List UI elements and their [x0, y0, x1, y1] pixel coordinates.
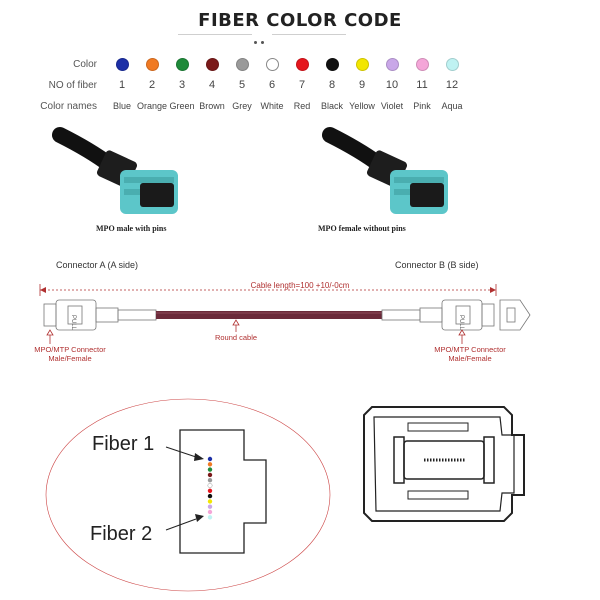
fiber-dot-4 [207, 472, 213, 478]
color-name: White [260, 101, 284, 111]
fiber-dot-1 [207, 456, 213, 462]
row-label-number: NO of fiber [48, 80, 97, 91]
fiber-number: 1 [118, 79, 126, 91]
cable-length-label: Cable length=100 +10/-0cm [250, 281, 350, 290]
color-name: Brown [199, 101, 225, 111]
fiber-dot-5 [207, 478, 213, 483]
color-swatch-brown [206, 58, 219, 71]
right-connector-drawing: PULL [381, 299, 495, 331]
left-connector-drawing: PULL [43, 299, 157, 331]
connector-end-view [363, 406, 525, 522]
color-name: Grey [232, 101, 252, 111]
fiber-1-label: Fiber 1 [92, 433, 155, 455]
fiber-dot-12 [207, 515, 213, 520]
ferrule-outline [179, 429, 267, 554]
fiber-dot-11 [207, 509, 213, 515]
color-swatch-white [266, 58, 279, 71]
fiber-number: 9 [358, 79, 366, 91]
color-swatch-grey [236, 58, 249, 71]
mpo-female-photo [322, 127, 448, 214]
page-title: FIBER COLOR CODE [198, 10, 402, 31]
fiber-dot-3 [207, 467, 213, 472]
fiber-2-label: Fiber 2 [90, 523, 153, 545]
svg-text:PULL: PULL [458, 315, 464, 331]
color-name: Black [320, 101, 343, 111]
fiber-number: 8 [328, 79, 336, 91]
fiber-number: 2 [148, 79, 156, 91]
fiber-dot-9 [207, 499, 213, 504]
right-connector-caption: MPO/MTP Connector Male/Female [420, 345, 520, 363]
fiber-number: 12 [445, 79, 459, 91]
connector-a-label: Connector A (A side) [56, 260, 139, 270]
fiber-number: 3 [178, 79, 186, 91]
color-swatch-violet [386, 58, 399, 71]
round-cable-label: Round cable [214, 333, 258, 342]
left-connector-caption: MPO/MTP Connector Male/Female [20, 345, 120, 363]
fiber-number: 7 [298, 79, 306, 91]
endface-diagrams [45, 398, 525, 592]
color-name: Green [169, 101, 195, 111]
fiber-number: 10 [385, 79, 399, 91]
color-name: Aqua [441, 101, 463, 111]
color-swatch-green [176, 58, 189, 71]
fiber-number: 11 [416, 79, 428, 91]
color-name: Orange [136, 101, 168, 111]
row-label-color: Color [73, 59, 97, 70]
svg-text:PULL: PULL [70, 315, 76, 331]
round-cable-body [156, 311, 382, 319]
left-connector-line2: Male/Female [48, 354, 92, 363]
color-swatch-pink [416, 58, 429, 71]
right-connector-line2: Male/Female [448, 354, 492, 363]
connector-photos [52, 127, 448, 214]
row-label-names: Color names [40, 101, 97, 112]
pointer-arrows [46, 319, 466, 344]
female-caption: MPO female without pins [318, 224, 406, 233]
dust-cap-drawing [499, 299, 531, 331]
color-name: Red [293, 101, 311, 111]
color-name: Violet [380, 101, 404, 111]
mpo-male-photo [52, 127, 178, 214]
fiber-dot-2 [207, 462, 213, 467]
color-swatch-orange [146, 58, 159, 71]
color-swatch-black [326, 58, 339, 71]
color-swatch-yellow [356, 58, 369, 71]
color-name: Blue [112, 101, 131, 111]
fiber-dot-8 [207, 493, 213, 499]
cable-drawing: PULL PULL [39, 284, 531, 344]
right-connector-line1: MPO/MTP Connector [434, 345, 506, 354]
title-ornament [252, 31, 272, 44]
fiber-number: 6 [268, 79, 276, 91]
color-swatch-blue [116, 58, 129, 71]
fiber-dot-10 [207, 504, 213, 509]
fiber-dot-6 [207, 483, 213, 488]
color-swatch-red [296, 58, 309, 71]
color-name: Pink [413, 101, 431, 111]
color-name: Yellow [349, 101, 375, 111]
fiber-dot-column [207, 456, 213, 520]
fiber-dot-7 [207, 488, 213, 493]
fiber-number: 4 [208, 79, 216, 91]
fiber-number: 5 [238, 79, 246, 91]
left-connector-line1: MPO/MTP Connector [34, 345, 106, 354]
zoom-ellipse [45, 398, 331, 592]
male-caption: MPO male with pins [96, 224, 167, 233]
connector-b-label: Connector B (B side) [395, 260, 479, 270]
color-swatch-aqua [446, 58, 459, 71]
